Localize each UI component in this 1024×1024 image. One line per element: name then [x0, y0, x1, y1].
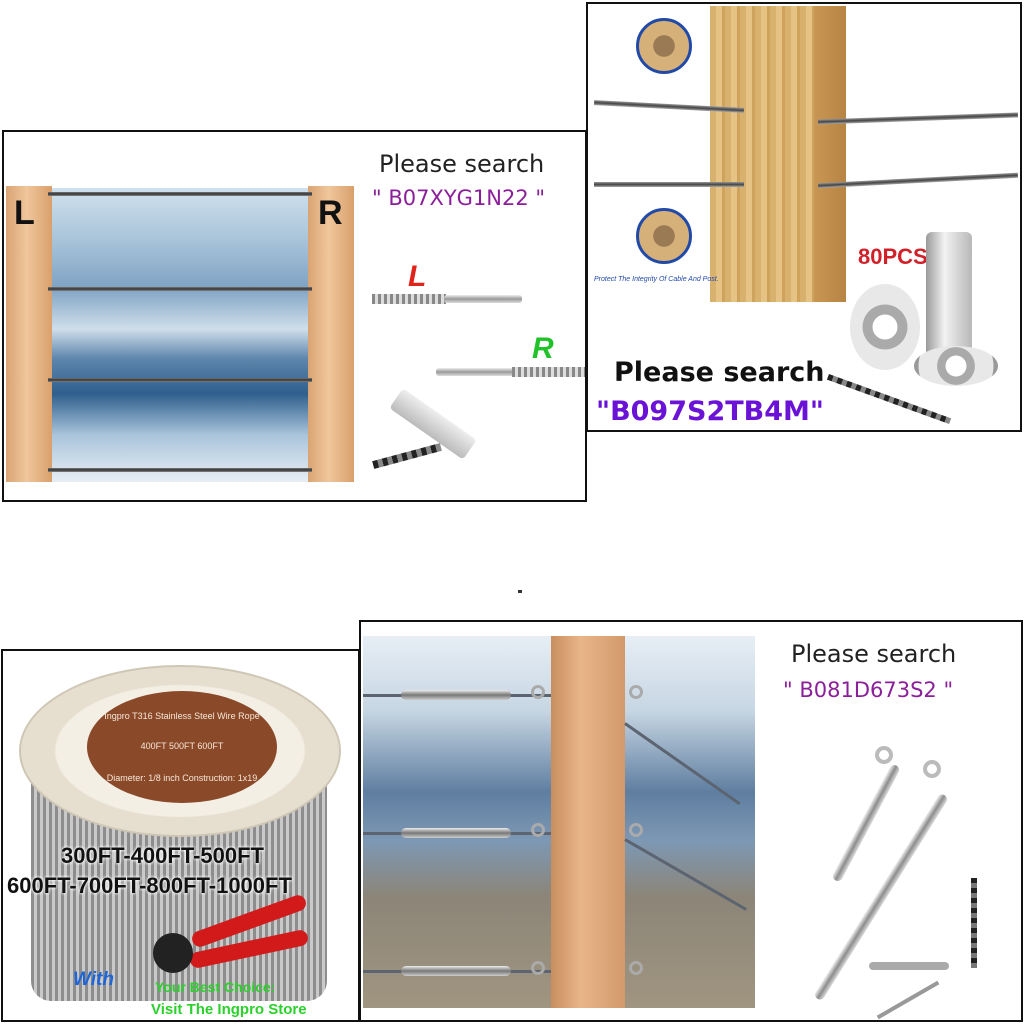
eye-hook-icon — [629, 961, 643, 975]
left-post-label: L — [14, 194, 35, 232]
sleeve-tube-icon — [926, 232, 972, 360]
cable-rod — [817, 112, 1019, 125]
lag-screw-thread-left — [372, 294, 446, 304]
eye-hook-icon — [531, 961, 545, 975]
turnbuckle-icon — [401, 690, 511, 700]
search-prompt: Please search — [614, 357, 825, 388]
left-terminal-label: L — [408, 260, 427, 293]
right-terminal-label: R — [532, 332, 554, 365]
spool-label: Ingpro T316 Stainless Steel Wire Rope 40… — [87, 691, 277, 803]
right-post-label: R — [318, 194, 343, 232]
length-options-line1: 300FT-400FT-500FT — [61, 843, 264, 868]
railing-background — [48, 188, 312, 482]
visit-store-text: Visit The Ingpro Store — [151, 1001, 307, 1018]
wing-eye-icon — [875, 746, 893, 764]
panel-protector-sleeve: Protect The Integrity Of Cable And Post.… — [586, 2, 1022, 432]
eye-hook-icon — [629, 685, 643, 699]
cable-rod — [818, 172, 1018, 189]
protect-caption: Protect The Integrity Of Cable And Post. — [594, 276, 719, 283]
panel-wire-rope-spool: Ingpro T316 Stainless Steel Wire Rope 40… — [1, 649, 360, 1022]
cable-rod — [594, 182, 744, 187]
drill-bit-icon — [372, 443, 442, 469]
with-label: With — [73, 969, 114, 990]
lag-screw-right-icon — [436, 368, 514, 376]
eye-hook-icon — [629, 823, 643, 837]
left-wood-post — [6, 186, 52, 482]
turnbuckle-rod-icon — [813, 792, 949, 1002]
detail-magnifier-icon — [636, 208, 692, 264]
spool-label-line: Diameter: 1/8 inch Construction: 1x19 — [106, 773, 258, 783]
quantity-label: 80PCS — [858, 244, 928, 269]
screws-icon — [876, 980, 940, 1020]
search-prompt: Please search — [379, 150, 545, 178]
wing-eye-icon — [923, 760, 941, 778]
cable-line — [48, 378, 312, 382]
cable-line — [48, 468, 312, 472]
cable-line — [48, 192, 312, 196]
turnbuckle-icon — [401, 966, 511, 976]
sleeve-base-icon — [914, 346, 998, 386]
search-prompt: Please search — [791, 640, 957, 668]
wrench-icon — [869, 962, 949, 970]
wood-post — [710, 6, 814, 302]
product-code: "B097S2TB4M" — [596, 396, 824, 427]
spool-label-line: Ingpro T316 Stainless Steel Wire Rope — [104, 711, 260, 721]
panel-cable-terminal: L R Please search " B07XYG1N22 " L R — [2, 130, 587, 502]
right-wood-post — [308, 186, 354, 482]
lag-screw-left-icon — [444, 295, 522, 303]
detail-magnifier-icon — [636, 18, 692, 74]
eye-hook-icon — [531, 823, 545, 837]
wood-post-side — [814, 6, 846, 302]
lag-screw-thread-right — [512, 367, 585, 377]
product-code: " B07XYG1N22 " — [372, 186, 546, 210]
wood-post — [551, 636, 625, 1008]
product-code: " B081D673S2 " — [783, 678, 954, 702]
terminal-rod-icon — [831, 763, 901, 883]
spool-label-line: 400FT 500FT 600FT — [140, 741, 224, 751]
drill-bit-icon — [971, 878, 977, 968]
best-choice-text: Your Best Choice: — [155, 979, 276, 995]
cable-cutter-icon — [153, 933, 193, 973]
panel-turnbuckle: Please search " B081D673S2 " — [359, 620, 1023, 1022]
sleeve-flange-icon — [850, 284, 920, 370]
cable-line — [48, 287, 312, 291]
length-options-line2: 600FT-700FT-800FT-1000FT — [7, 873, 292, 898]
turnbuckle-icon — [401, 828, 511, 838]
eye-hook-icon — [531, 685, 545, 699]
separator-dot — [518, 590, 522, 593]
